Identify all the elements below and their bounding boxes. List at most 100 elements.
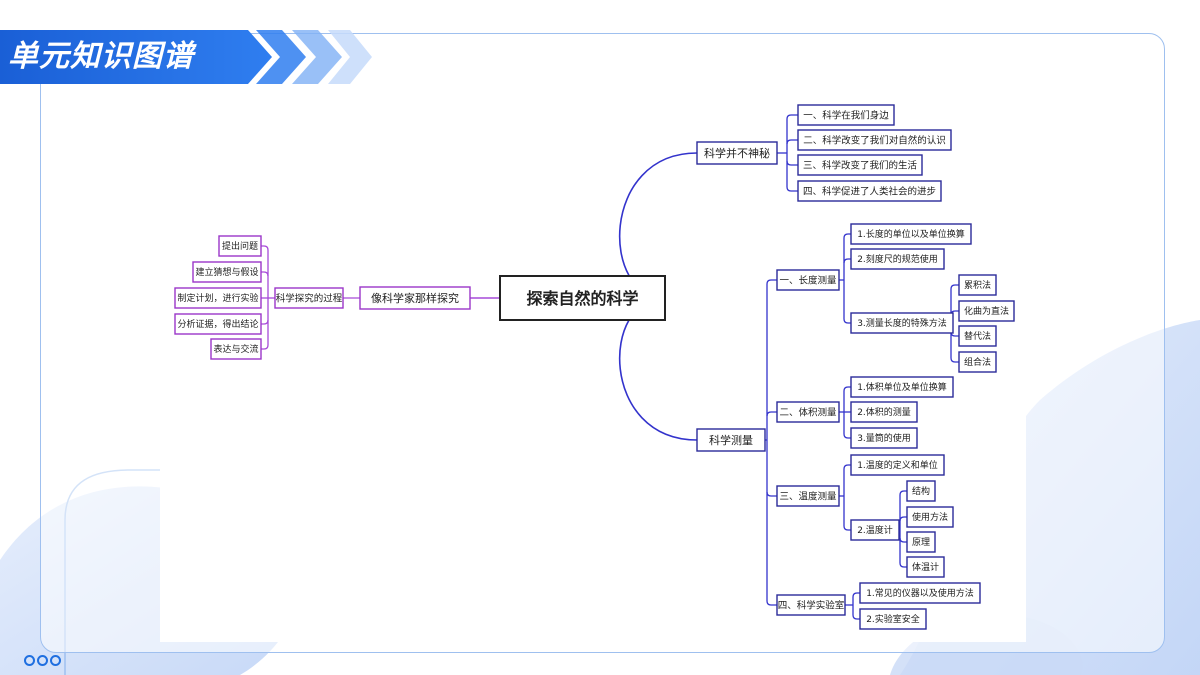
connector-line <box>786 114 798 120</box>
special-method-3-box <box>958 325 997 347</box>
sub-topic-1-box <box>776 269 840 291</box>
inquiry-step-1: 提出问题 <box>222 240 258 252</box>
special-method-4: 组合法 <box>964 356 991 368</box>
branch-kexue-tanjiu-guocheng: 科学探究的过程 <box>276 292 343 304</box>
special-method-1-box <box>958 274 997 296</box>
temperature-item-1-box <box>850 454 945 476</box>
volume-item-2: 2.体积的测量 <box>857 406 911 418</box>
sub-topic-2: 二、体积测量 <box>779 406 837 418</box>
branch-kexue-bing-bu-shenmi: 科学并不神秘 <box>704 146 770 160</box>
connector-line <box>899 562 907 568</box>
leaf-4: 四、科学促进了人类社会的进步 <box>803 185 936 197</box>
connector-line <box>899 490 907 496</box>
thermometer-item-3: 原理 <box>912 537 930 548</box>
length-item-3: 3.测量长度的特殊方法 <box>857 317 947 329</box>
volume-item-3: 3.量筒的使用 <box>857 432 911 444</box>
leaf-1-box <box>797 104 895 126</box>
volume-item-2-box <box>850 401 918 423</box>
connector-line <box>843 525 851 531</box>
length-item-1-box <box>850 223 972 245</box>
inquiry-step-2: 建立猜想与假设 <box>195 266 258 278</box>
inquiry-step-1-box <box>218 235 262 257</box>
dot-icon <box>50 655 61 666</box>
volume-item-1: 1.体积单位及单位换算 <box>857 381 947 393</box>
temperature-item-1: 1.温度的定义和单位 <box>857 459 938 471</box>
sub-topic-1: 一、长度测量 <box>779 274 837 286</box>
page-title: 单元知识图谱 <box>8 39 194 74</box>
connector-line <box>899 537 907 543</box>
connector-line <box>843 318 851 324</box>
leaf-3-box <box>797 154 923 176</box>
connector-line <box>261 245 269 251</box>
lab-item-2-box <box>859 608 927 630</box>
branch-xiang-kexuejia-box <box>359 286 471 310</box>
connector-line <box>843 233 851 239</box>
leaf-1: 一、科学在我们身边 <box>803 109 889 121</box>
thermometer-item-1: 结构 <box>912 485 930 497</box>
lab-item-1: 1.常见的仪器以及使用方法 <box>866 587 974 599</box>
inquiry-step-4: 分析证据，得出结论 <box>177 318 258 330</box>
connector-line <box>261 319 269 325</box>
connector-line <box>261 271 269 277</box>
lab-item-1-box <box>859 582 981 604</box>
sub-topic-3: 三、温度测量 <box>779 490 837 502</box>
lab-item-2: 2.实验室安全 <box>866 613 920 625</box>
temperature-item-2: 2.温度计 <box>857 524 893 536</box>
sub-topic-4-box <box>776 594 846 616</box>
connector-line <box>950 357 959 363</box>
special-method-3: 替代法 <box>964 330 991 342</box>
volume-item-1-box <box>850 376 954 398</box>
connector-line <box>261 344 269 350</box>
special-method-2-box <box>958 300 1015 322</box>
special-method-1: 累积法 <box>964 279 991 291</box>
leaf-2: 二、科学改变了我们对自然的认识 <box>803 134 946 146</box>
inquiry-step-3: 制定计划，进行实验 <box>177 292 258 304</box>
thermometer-item-4-box <box>906 556 945 578</box>
inquiry-step-5: 表达与交流 <box>213 343 258 355</box>
branch-kexue-celiang: 科学测量 <box>709 433 753 447</box>
connector-line <box>950 284 959 290</box>
connector-line <box>766 279 777 285</box>
inquiry-step-4-box <box>174 313 262 335</box>
sub-topic-3-box <box>776 485 840 507</box>
special-method-4-box <box>958 351 997 373</box>
connector-line <box>766 411 777 417</box>
connector-line <box>766 600 777 606</box>
leaf-3: 三、科学改变了我们的生活 <box>803 159 918 171</box>
leaf-4-box <box>797 180 942 202</box>
dot-icon <box>37 655 48 666</box>
thermometer-item-4: 体温计 <box>912 561 939 573</box>
connector-line <box>766 491 777 497</box>
connector-line <box>786 186 798 192</box>
thermometer-item-2-box <box>906 506 954 528</box>
thermometer-item-2: 使用方法 <box>912 511 948 523</box>
center-topic: 探索自然的科学 <box>526 289 638 308</box>
connector-line <box>899 516 907 522</box>
connector-line <box>843 464 851 470</box>
branch-kexue-celiang-box <box>696 428 766 452</box>
length-item-2-box <box>850 248 945 270</box>
branch-kexue-tanjiu-guocheng-box <box>274 287 344 309</box>
connector-line <box>843 433 851 439</box>
connector-line <box>852 614 860 620</box>
connector-line <box>786 139 798 145</box>
volume-item-3-box <box>850 427 918 449</box>
leaf-2-box <box>797 129 952 151</box>
inquiry-step-2-box <box>192 261 262 283</box>
length-item-1: 1.长度的单位以及单位换算 <box>857 228 965 240</box>
title-banner <box>0 30 372 84</box>
temperature-item-2-box <box>850 519 900 541</box>
length-item-2: 2.刻度尺的规范使用 <box>857 253 938 265</box>
center-topic-box <box>499 275 666 321</box>
inquiry-step-5-box <box>210 338 262 360</box>
pagination-dots <box>24 651 63 670</box>
sub-topic-2-box <box>776 401 840 423</box>
sub-topic-4: 四、科学实验室 <box>778 599 845 611</box>
length-item-3-box <box>850 312 954 334</box>
thermometer-item-1-box <box>906 480 936 502</box>
dot-icon <box>24 655 35 666</box>
inquiry-step-3-box <box>174 287 262 309</box>
branch-kexue-bing-bu-shenmi-box <box>696 141 778 165</box>
branch-xiang-kexuejia: 像科学家那样探究 <box>371 291 459 305</box>
